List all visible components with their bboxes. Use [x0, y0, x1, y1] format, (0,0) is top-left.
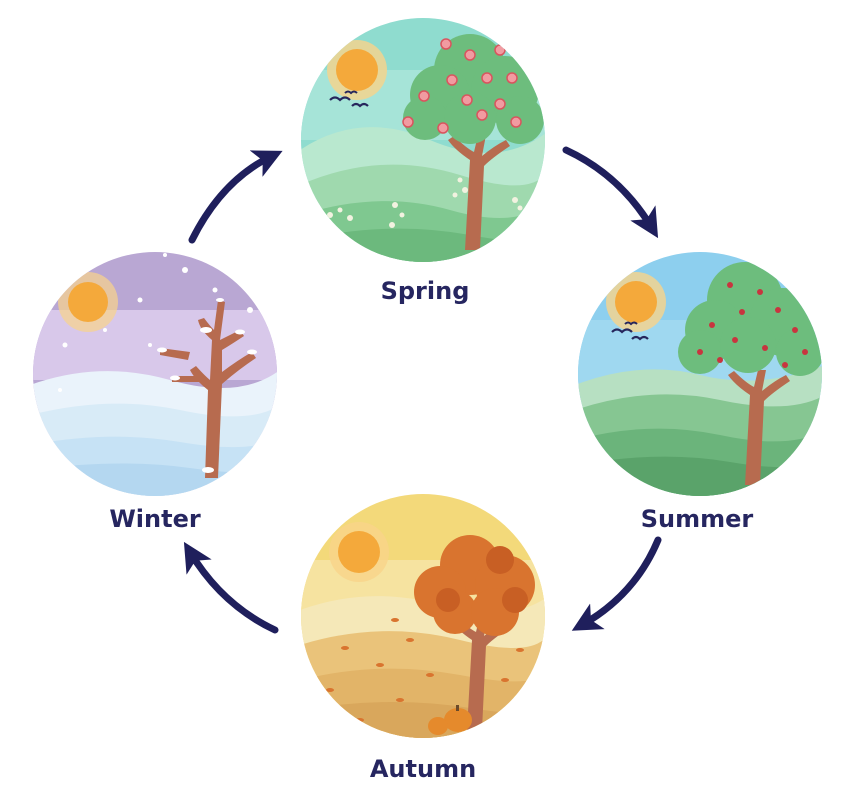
arrow-spring-to-summer: [562, 146, 659, 239]
arrow-winter-to-spring: [188, 150, 283, 244]
season-label-spring: Spring: [381, 277, 470, 305]
season-label-autumn: Autumn: [370, 755, 476, 783]
arrow-autumn-to-winter: [183, 541, 279, 634]
season-label-summer: Summer: [641, 505, 754, 533]
autumn-scene-icon: [301, 494, 545, 738]
season-label-winter: Winter: [109, 505, 201, 533]
spring-scene-icon: [301, 18, 545, 262]
winter-scene-icon: [33, 252, 277, 496]
arrow-summer-to-autumn: [571, 536, 662, 631]
summer-scene-icon: [578, 252, 822, 496]
